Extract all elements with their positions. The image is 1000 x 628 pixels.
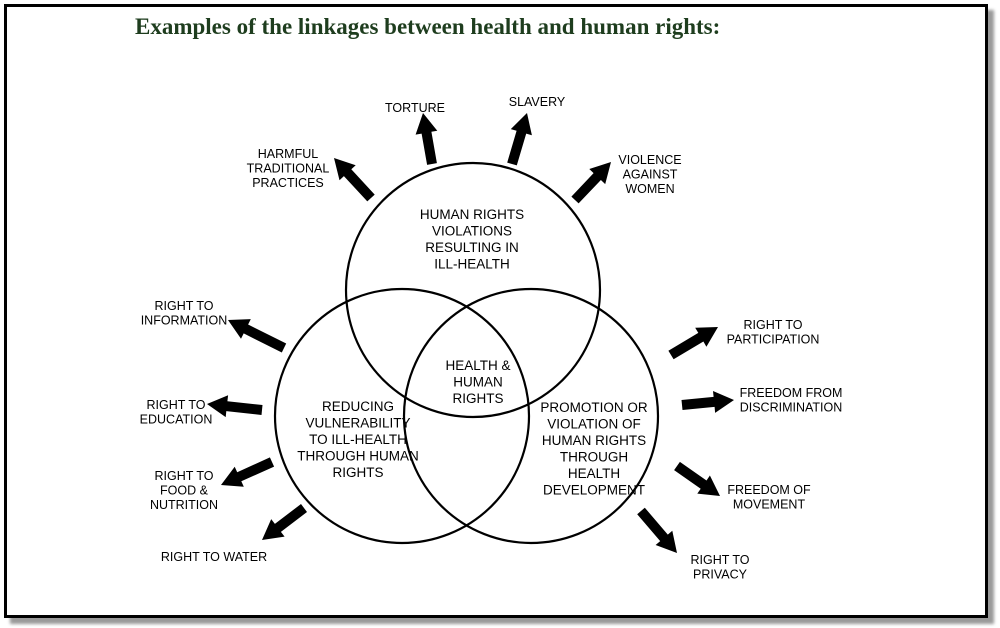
label-violence-against-women-line: VIOLENCE <box>618 153 681 167</box>
label-freedom-from-discrimination-line: DISCRIMINATION <box>740 401 843 415</box>
label-freedom-of-movement-line: FREEDOM OF <box>727 483 811 497</box>
label-torture-line: TORTURE <box>385 101 445 115</box>
circle-left-text-line: THROUGH HUMAN <box>297 449 419 464</box>
label-right-to-water-line: RIGHT TO WATER <box>161 550 267 564</box>
label-right-to-participation-line: PARTICIPATION <box>727 333 820 347</box>
circle-left-text-line: RIGHTS <box>332 465 383 480</box>
arrow-right-to-information <box>228 319 287 353</box>
label-violence-against-women-line: AGAINST <box>623 168 678 182</box>
circle-top-text-line: ILL-HEALTH <box>434 257 510 272</box>
label-freedom-of-movement-line: MOVEMENT <box>733 498 806 512</box>
arrow-freedom-from-discrimination <box>681 391 734 413</box>
label-right-to-water: RIGHT TO WATER <box>161 550 267 564</box>
circle-right-text-line: DEVELOPMENT <box>543 483 645 498</box>
circle-right-text-line: HUMAN RIGHTS <box>542 433 646 448</box>
arrow-harmful-practices <box>334 158 375 202</box>
label-right-to-education-line: RIGHT TO <box>146 398 205 412</box>
center-overlap-text-line: RIGHTS <box>452 391 503 406</box>
page-title: Examples of the linkages between health … <box>135 14 721 39</box>
label-harmful-practices-line: TRADITIONAL <box>247 162 330 176</box>
circle-top-text-line: RESULTING IN <box>425 240 519 255</box>
circle-top-text-line: HUMAN RIGHTS <box>420 207 524 222</box>
label-right-to-information-line: INFORMATION <box>141 314 228 328</box>
arrow-right-to-privacy <box>637 507 677 553</box>
label-torture: TORTURE <box>385 101 445 115</box>
arrow-right-to-food <box>221 457 275 487</box>
circle-promotion-violation <box>402 287 660 545</box>
arrow-right-to-water <box>262 504 307 540</box>
circle-reducing-vulnerability <box>273 287 531 545</box>
arrow-right-to-education <box>207 395 263 418</box>
circle-left-text-line: REDUCING <box>322 399 394 414</box>
circle-right-text-line: THROUGH <box>560 450 628 465</box>
label-harmful-practices-line: PRACTICES <box>252 176 324 190</box>
label-right-to-education-line: EDUCATION <box>140 413 213 427</box>
label-right-to-privacy-line: RIGHT TO <box>690 553 749 567</box>
circle-left-text-line: VULNERABILITY <box>305 416 410 431</box>
arrow-freedom-of-movement <box>674 461 720 496</box>
circle-right-text-line: PROMOTION OR <box>540 400 647 415</box>
circle-right-text-line: VIOLATION OF <box>547 417 641 432</box>
arrow-slavery <box>507 113 532 166</box>
label-right-to-food-line: NUTRITION <box>150 498 218 512</box>
label-slavery-line: SLAVERY <box>509 95 566 109</box>
label-freedom-from-discrimination-line: FREEDOM FROM <box>740 386 843 400</box>
arrow-violence-against-women <box>571 162 611 204</box>
arrows-group <box>207 113 734 553</box>
label-right-to-information-line: RIGHT TO <box>154 299 213 313</box>
arrow-right-to-participation <box>668 327 718 360</box>
label-right-to-food-line: RIGHT TO <box>154 469 213 483</box>
label-violence-against-women-line: WOMEN <box>625 182 674 196</box>
label-right-to-privacy-line: PRIVACY <box>693 568 748 582</box>
circle-top-text-line: VIOLATIONS <box>432 224 512 239</box>
circle-left-text-line: TO ILL-HEALTH <box>309 432 407 447</box>
label-harmful-practices-line: HARMFUL <box>258 147 318 161</box>
circle-human-rights-violations <box>344 161 602 419</box>
diagram-frame <box>4 4 988 618</box>
circle-right-text-line: HEALTH <box>568 466 620 481</box>
center-overlap-text-line: HEALTH & <box>445 358 510 373</box>
label-right-to-participation-line: RIGHT TO <box>743 318 802 332</box>
label-slavery: SLAVERY <box>509 95 566 109</box>
arrow-torture <box>415 113 438 165</box>
center-overlap-text-line: HUMAN <box>453 375 503 390</box>
label-right-to-food-line: FOOD & <box>160 484 209 498</box>
